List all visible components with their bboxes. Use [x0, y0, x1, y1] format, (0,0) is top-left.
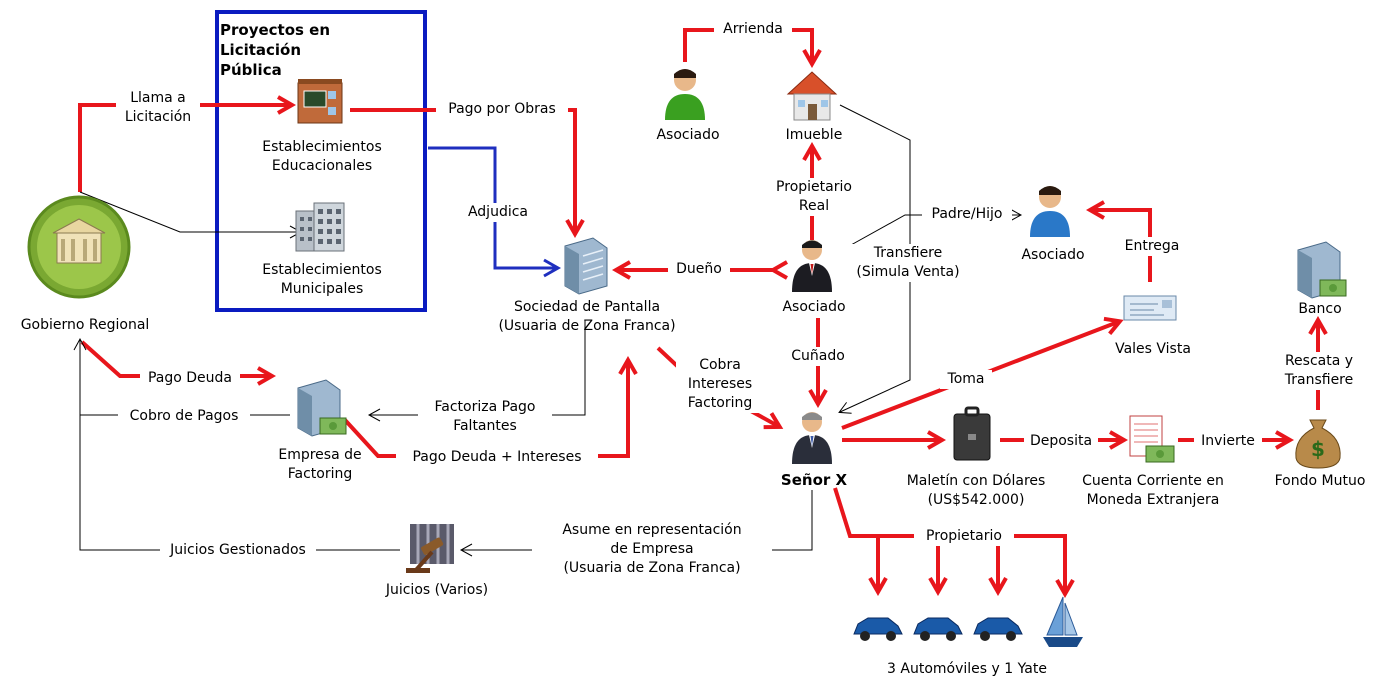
- school-icon[interactable]: [297, 79, 343, 124]
- edge-label-transfiere: Transfiere (Simula Venta): [836, 244, 980, 282]
- edge-llama: [78, 105, 290, 192]
- edge-label-rescata: Rescata y Transfiere: [1270, 352, 1368, 390]
- edge-label-cobra: Cobra Intereses Factoring: [676, 356, 764, 413]
- edge-label-deposita: Deposita: [1024, 432, 1098, 451]
- car-icon[interactable]: [853, 617, 903, 641]
- project-box: [215, 10, 427, 312]
- node-label-inmueble: Imueble: [785, 127, 843, 143]
- edge-label-dueno: Dueño: [668, 260, 730, 279]
- check-document-icon[interactable]: [1123, 295, 1177, 321]
- node-label-maletin: Maletín con Dólares (US$542.000): [906, 473, 1046, 508]
- node-label-edu: Establecimientos Educacionales: [262, 139, 382, 174]
- edge-label-asume: Asume en representación de Empresa (Usua…: [532, 521, 772, 578]
- edge-pago-obras: [350, 108, 575, 232]
- money-bag-icon[interactable]: $: [1295, 419, 1341, 469]
- briefcase-icon[interactable]: [953, 406, 991, 461]
- house-icon[interactable]: [786, 71, 838, 121]
- edge-label-propietario: Propietario: [914, 527, 1014, 546]
- node-label-banco: Banco: [1298, 301, 1342, 317]
- node-label-asociado-right: Asociado: [1021, 247, 1085, 263]
- edge-label-juicios-gestionados: Juicios Gestionados: [160, 541, 316, 560]
- businessman-icon[interactable]: [792, 412, 832, 464]
- edge-label-invierte: Invierte: [1194, 432, 1262, 451]
- node-label-gobierno: Gobierno Regional: [8, 316, 162, 335]
- person-green-icon[interactable]: [665, 69, 705, 120]
- edge-label-padre-hijo: Padre/Hijo: [922, 205, 1012, 224]
- node-label-juicios: Juicios (Varios): [385, 582, 489, 598]
- businessman-icon[interactable]: [792, 240, 832, 292]
- node-label-vales: Vales Vista: [1115, 341, 1191, 357]
- node-label-muni: Establecimientos Municipales: [262, 262, 382, 297]
- project-box-title: Proyectos en Licitación Pública: [220, 21, 331, 79]
- edge-label-pago-deuda-int: Pago Deuda + Intereses: [396, 448, 598, 467]
- edge-label-entrega: Entrega: [1116, 237, 1188, 256]
- gavel-icon[interactable]: [406, 524, 454, 573]
- svg-text:$: $: [1311, 437, 1325, 461]
- account-money-icon[interactable]: [1129, 415, 1175, 463]
- edge-label-pago-deuda: Pago Deuda: [140, 369, 240, 388]
- node-label-senor: Señor X: [780, 471, 848, 489]
- node-label-autos: 3 Automóviles y 1 Yate: [887, 661, 1047, 677]
- edge-gob-muni: [79, 191, 303, 239]
- edge-label-cunado: Cuñado: [780, 347, 856, 366]
- person-blue-icon[interactable]: [1030, 186, 1070, 237]
- office-building-icon[interactable]: [295, 202, 345, 252]
- edge-entrega: [1092, 210, 1152, 282]
- edge-label-adjudica: Adjudica: [458, 203, 538, 222]
- edge-label-cobro-pagos: Cobro de Pagos: [118, 407, 250, 426]
- government-building-icon[interactable]: [27, 195, 131, 299]
- yacht-icon[interactable]: [1043, 596, 1083, 647]
- node-label-asociado-top: Asociado: [656, 127, 720, 143]
- node-label-sociedad: Sociedad de Pantalla (Usuaria de Zona Fr…: [498, 299, 676, 334]
- edge-label-factoriza: Factoriza Pago Faltantes: [418, 398, 552, 436]
- node-label-asociado-mid: Asociado: [782, 299, 846, 315]
- edge-label-toma: Toma: [940, 370, 992, 389]
- bank-money-icon[interactable]: [1297, 241, 1347, 299]
- edge-label-llama: Llama a Licitación: [116, 89, 200, 127]
- edge-label-propietario-real: Propietario Real: [764, 178, 864, 216]
- bank-money-icon[interactable]: [297, 379, 347, 437]
- node-label-cuenta: Cuenta Corriente en Moneda Extranjera: [1082, 473, 1224, 508]
- car-icon[interactable]: [913, 617, 963, 641]
- car-icon[interactable]: [973, 617, 1023, 641]
- edge-label-pago-obras: Pago por Obras: [436, 100, 568, 119]
- edge-label-arrienda: Arrienda: [714, 20, 792, 39]
- office-building-icon[interactable]: [564, 237, 608, 295]
- node-label-factoring: Empresa de Factoring: [278, 447, 362, 482]
- node-label-fondo: Fondo Mutuo: [1274, 473, 1366, 489]
